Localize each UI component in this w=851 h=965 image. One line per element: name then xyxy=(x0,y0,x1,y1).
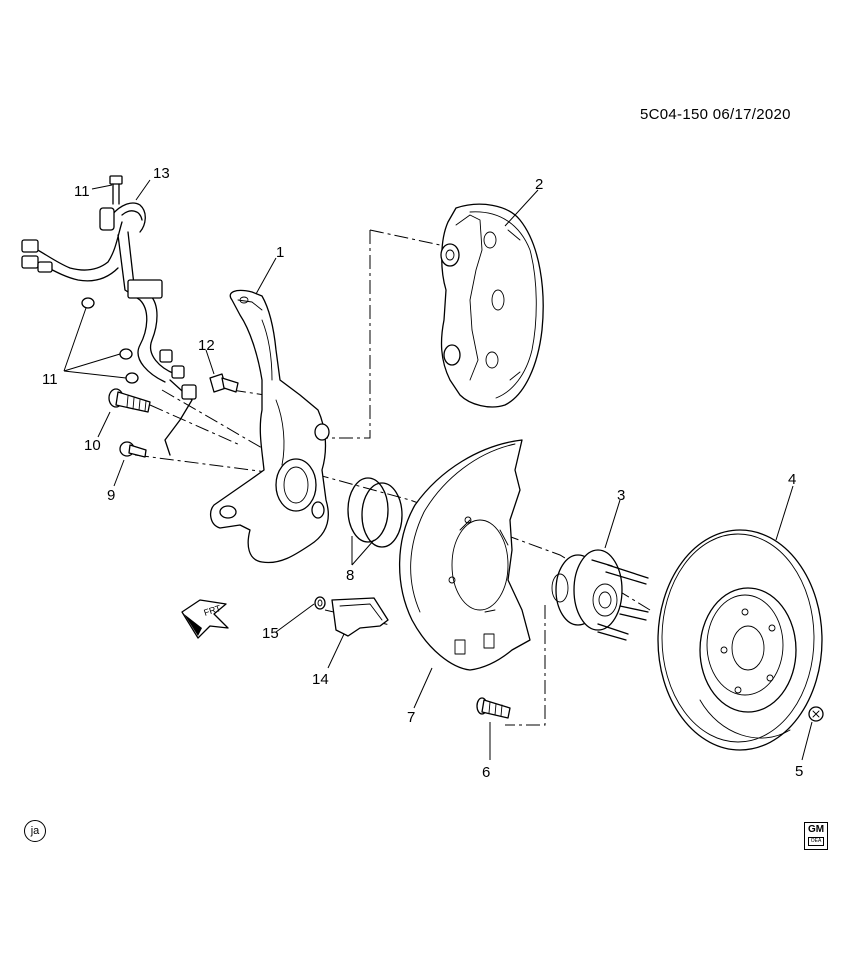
callout-11-top: 11 xyxy=(74,183,90,200)
callout-4: 4 xyxy=(788,471,796,488)
callout-8: 8 xyxy=(346,567,354,584)
steering-knuckle xyxy=(209,289,330,564)
gm-logo-text: GM xyxy=(807,824,825,835)
callout-6: 6 xyxy=(482,764,490,781)
bracket xyxy=(331,597,389,637)
callout-1: 1 xyxy=(276,244,284,261)
front-direction-arrow: FRT xyxy=(181,599,229,639)
o-rings xyxy=(347,477,403,548)
wheel-stud xyxy=(476,697,511,719)
rotor-screw xyxy=(808,706,824,722)
leader-lines xyxy=(63,179,813,761)
callout-5: 5 xyxy=(795,763,803,780)
hub-bearing xyxy=(551,549,649,641)
bolt-11-upper xyxy=(81,297,95,309)
ja-badge: ja xyxy=(24,820,46,842)
wiring-harness xyxy=(21,202,197,456)
bolt-9 xyxy=(119,441,147,458)
assembly-centerlines xyxy=(134,229,651,726)
bolt-11-middle xyxy=(119,348,133,360)
callout-2: 2 xyxy=(535,176,543,193)
bolt-11-top xyxy=(109,175,123,205)
callout-labels: 1 2 3 4 5 6 7 8 9 10 11 11 12 13 14 15 xyxy=(42,165,803,781)
brake-rotor xyxy=(657,529,823,751)
bolt-12 xyxy=(209,373,239,393)
gm-logo: GM OEA xyxy=(804,822,828,850)
callout-3: 3 xyxy=(617,487,625,504)
callout-15: 15 xyxy=(262,625,279,642)
callout-12: 12 xyxy=(198,337,215,354)
washer-15 xyxy=(314,596,326,610)
callout-14: 14 xyxy=(312,671,329,688)
splash-shield xyxy=(398,439,531,671)
callout-9: 9 xyxy=(107,487,115,504)
callout-7: 7 xyxy=(407,709,415,726)
brake-caliper xyxy=(440,203,544,408)
callout-11-group: 11 xyxy=(42,371,58,388)
gm-logo-subtext: OEA xyxy=(808,837,824,846)
callout-10: 10 xyxy=(84,437,101,454)
bolt-11-lower xyxy=(125,372,139,384)
diagram-reference: 5C04-150 06/17/2020 xyxy=(640,106,791,123)
callout-13: 13 xyxy=(153,165,170,182)
bolt-10 xyxy=(108,388,151,413)
